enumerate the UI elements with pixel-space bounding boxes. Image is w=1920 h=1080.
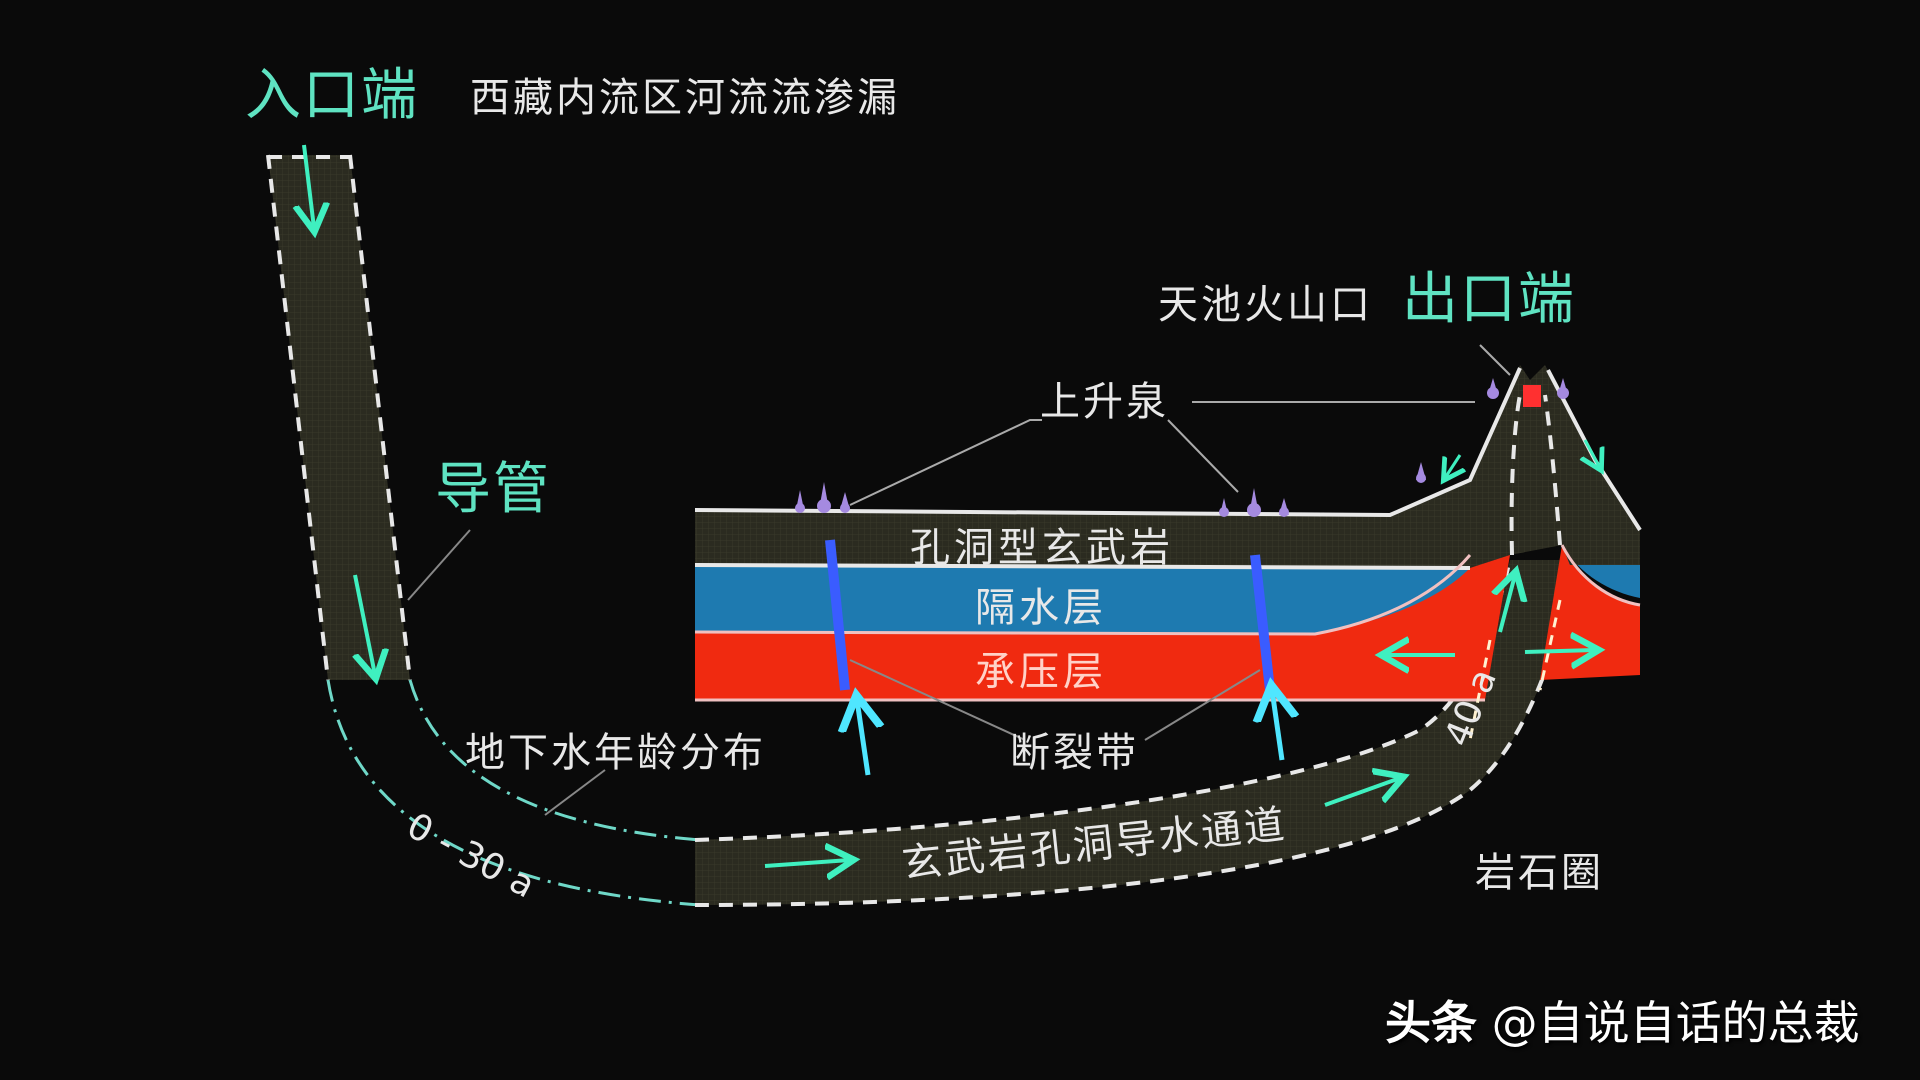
rising-springs xyxy=(795,378,1569,517)
entrance-conduit xyxy=(266,144,471,680)
fault-zones xyxy=(825,539,1282,776)
layer-basalt-label: 孔洞型玄武岩 xyxy=(910,525,1174,571)
springs-label: 上升泉 xyxy=(1040,379,1169,425)
fault-label: 断裂带 xyxy=(1010,730,1139,776)
entrance-title: 入口端 xyxy=(245,63,419,128)
exit-title: 出口端 xyxy=(1402,267,1576,332)
spring-leader-lines xyxy=(849,344,1511,506)
watermark-handle: @自说自话的总裁 xyxy=(1491,996,1860,1050)
conduit-label: 导管 xyxy=(435,457,551,522)
watermark: 头条 @自说自话的总裁 xyxy=(1385,1000,1860,1046)
age-distribution-bend xyxy=(326,679,701,907)
crater-marker xyxy=(1523,385,1541,407)
geologic-layers xyxy=(694,365,1642,741)
layer-aquitard-label: 隔水层 xyxy=(975,585,1107,631)
crater-label: 天池火山口 xyxy=(1158,282,1373,328)
age-distribution-label: 地下水年龄分布 xyxy=(465,730,766,776)
layer-confined-aquifer-label: 承压层 xyxy=(975,649,1107,695)
lithosphere-label: 岩石圈 xyxy=(1475,850,1604,896)
watermark-platform: 头条 xyxy=(1385,996,1477,1050)
entrance-description: 西藏内流区河流流渗漏 xyxy=(470,75,900,121)
